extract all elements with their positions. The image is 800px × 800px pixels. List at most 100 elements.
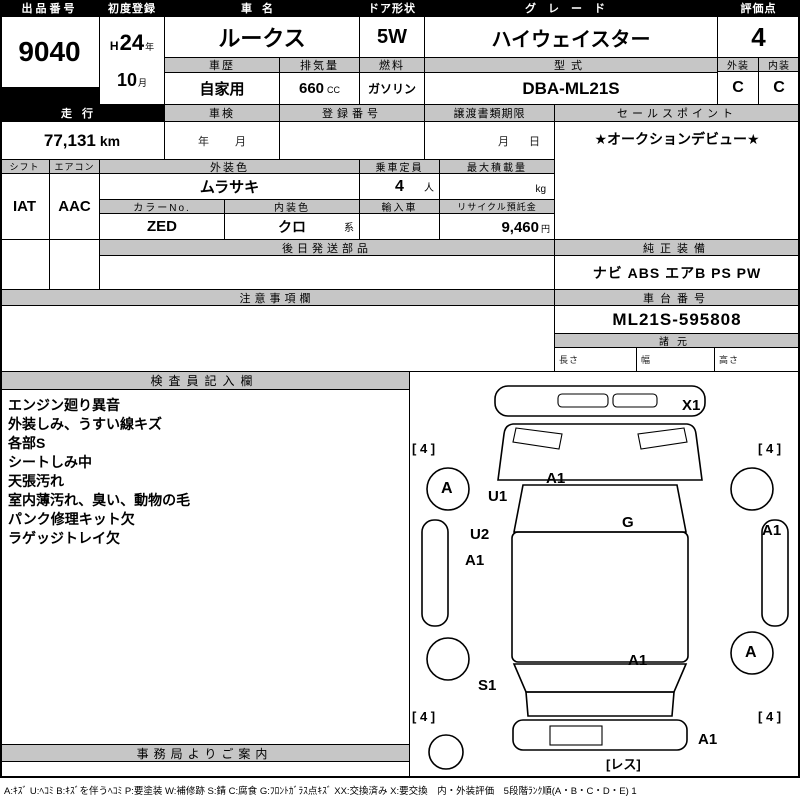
model-label: 型式 bbox=[425, 58, 718, 73]
car-name-label: 車名 bbox=[165, 0, 360, 17]
capacity-value: 4 人 bbox=[360, 174, 440, 200]
shift-value: IAT bbox=[0, 174, 50, 240]
mark-a1-right: A1 bbox=[762, 522, 782, 539]
mileage-unit: km bbox=[99, 133, 121, 149]
first-reg-era: H bbox=[109, 39, 119, 54]
first-registration-value: H 24 年 10 月 bbox=[100, 17, 165, 105]
wheel-mark-a-front-left: A bbox=[441, 480, 453, 497]
lot-black-box bbox=[0, 88, 100, 105]
grade: ハイウェイスター bbox=[425, 17, 718, 58]
displacement: 660 CC bbox=[280, 73, 360, 105]
inspector-note: 外装しみ、うすい線キズ bbox=[8, 416, 162, 432]
mark-a1-hood: A1 bbox=[546, 470, 566, 487]
width-cell: 幅 bbox=[637, 348, 715, 372]
recycle-deposit-label: リサイクル預託金 bbox=[440, 200, 555, 214]
aircon-value: AAC bbox=[50, 174, 100, 240]
inspector-note: 天張汚れ bbox=[8, 473, 64, 489]
mark-s1: S1 bbox=[478, 677, 497, 694]
mark-a1-rear: A1 bbox=[628, 652, 648, 669]
length-label: 長さ bbox=[559, 355, 580, 365]
equipment: ナビ ABS エアB PS PW bbox=[555, 256, 800, 290]
mark-u2: U2 bbox=[470, 526, 490, 543]
grade-label: グレード bbox=[425, 0, 718, 17]
transfer-deadline-label: 譲渡書類期限 bbox=[425, 105, 555, 122]
inspection-year-placeholder: 年 bbox=[198, 135, 209, 148]
exterior-color-label: 外装色 bbox=[100, 160, 360, 174]
tread-rear-left: [ 4 ] bbox=[412, 709, 436, 724]
length-cell: 長さ bbox=[555, 348, 637, 372]
door-shape-label: ドア形状 bbox=[360, 0, 425, 17]
car-name: ルークス bbox=[165, 17, 360, 58]
fuel-label: 燃料 bbox=[360, 58, 425, 73]
mark-a1-left: A1 bbox=[465, 552, 485, 569]
aircon-label: エアコン bbox=[50, 160, 100, 174]
score-label: 評価点 bbox=[718, 0, 800, 17]
mark-g-windshield: G bbox=[622, 514, 634, 531]
inspector-note: シートしみ中 bbox=[8, 454, 92, 470]
height-label: 高さ bbox=[719, 355, 740, 365]
first-registration-label: 初度登録 bbox=[100, 0, 165, 17]
transfer-deadline-value: 月 日 bbox=[425, 122, 555, 160]
width-label: 幅 bbox=[641, 355, 652, 365]
equipment-label: 純正装備 bbox=[555, 240, 800, 256]
transfer-day-placeholder: 日 bbox=[529, 135, 540, 148]
wheel-mark-a-rear-right: A bbox=[745, 644, 757, 661]
tread-front-right: [ 4 ] bbox=[758, 441, 782, 456]
first-reg-month-suffix: 月 bbox=[138, 77, 148, 88]
dimensions-label: 諸元 bbox=[555, 334, 800, 348]
mileage: 77,131 km bbox=[0, 122, 165, 160]
exterior-score: C bbox=[718, 72, 759, 105]
transfer-month-placeholder: 月 bbox=[498, 135, 509, 148]
chassis-number: ML21S-595808 bbox=[555, 306, 800, 334]
plate-less: [レス] bbox=[606, 757, 641, 772]
mark-a1-rear-bumper: A1 bbox=[698, 731, 718, 748]
fuel: ガソリン bbox=[360, 73, 425, 105]
legend: A:ｷｽﾞ U:ﾍｺﾐ B:ｷｽﾞを伴うﾍｺﾐ P:要塗装 W:補修跡 S:錆 … bbox=[4, 786, 637, 797]
inspector-note: 室内薄汚れ、臭い、動物の毛 bbox=[8, 492, 191, 508]
model-code: DBA-ML21S bbox=[425, 73, 718, 105]
caution-label: 注意事項欄 bbox=[0, 290, 555, 306]
max-load-value: kg bbox=[440, 174, 555, 200]
registration-number-value bbox=[280, 122, 425, 160]
score: 4 bbox=[718, 17, 800, 58]
tread-rear-right: [ 4 ] bbox=[758, 709, 782, 724]
caution-value bbox=[0, 306, 555, 372]
interior-color: クロ 系 bbox=[225, 214, 360, 240]
shift-label: シフト bbox=[0, 160, 50, 174]
lot-number-label: 出品番号 bbox=[0, 0, 100, 17]
inspection-month-placeholder: 月 bbox=[235, 135, 246, 148]
inspector-note: パンク修理キット欠 bbox=[8, 511, 135, 527]
displacement-unit: CC bbox=[327, 85, 341, 95]
lot-number: 9040 bbox=[0, 17, 100, 88]
max-load-label: 最大積載量 bbox=[440, 160, 555, 174]
registration-number-label: 登録番号 bbox=[280, 105, 425, 122]
inspection-label: 車検 bbox=[165, 105, 280, 122]
shift-blank-cell bbox=[0, 240, 50, 290]
first-reg-month: 10 bbox=[116, 69, 137, 90]
chassis-number-label: 車台番号 bbox=[555, 290, 800, 306]
capacity-unit: 人 bbox=[424, 183, 434, 194]
office-info-label: 事務局よりご案内 bbox=[0, 745, 410, 762]
color-no-label: カラーNo. bbox=[100, 200, 225, 214]
recycle-deposit: 9,460 円 bbox=[440, 214, 555, 240]
sales-point-label: セールスポイント bbox=[555, 105, 800, 122]
history: 自家用 bbox=[165, 73, 280, 105]
history-label: 車歴 bbox=[165, 58, 280, 73]
exterior-color: ムラサキ bbox=[100, 174, 360, 200]
inspector-note: 各部S bbox=[8, 435, 46, 451]
interior-score: C bbox=[759, 72, 800, 105]
later-parts-value bbox=[100, 256, 555, 290]
displacement-label: 排気量 bbox=[280, 58, 360, 73]
height-cell: 高さ bbox=[715, 348, 800, 372]
later-parts-label: 後日発送部品 bbox=[100, 240, 555, 256]
interior-color-label: 内装色 bbox=[225, 200, 360, 214]
tread-front-left: [ 4 ] bbox=[412, 441, 436, 456]
first-reg-year: 24 bbox=[119, 30, 145, 56]
capacity-label: 乗車定員 bbox=[360, 160, 440, 174]
interior-label: 内装 bbox=[759, 58, 800, 72]
car-diagram bbox=[421, 385, 789, 770]
mark-x1: X1 bbox=[682, 397, 701, 414]
